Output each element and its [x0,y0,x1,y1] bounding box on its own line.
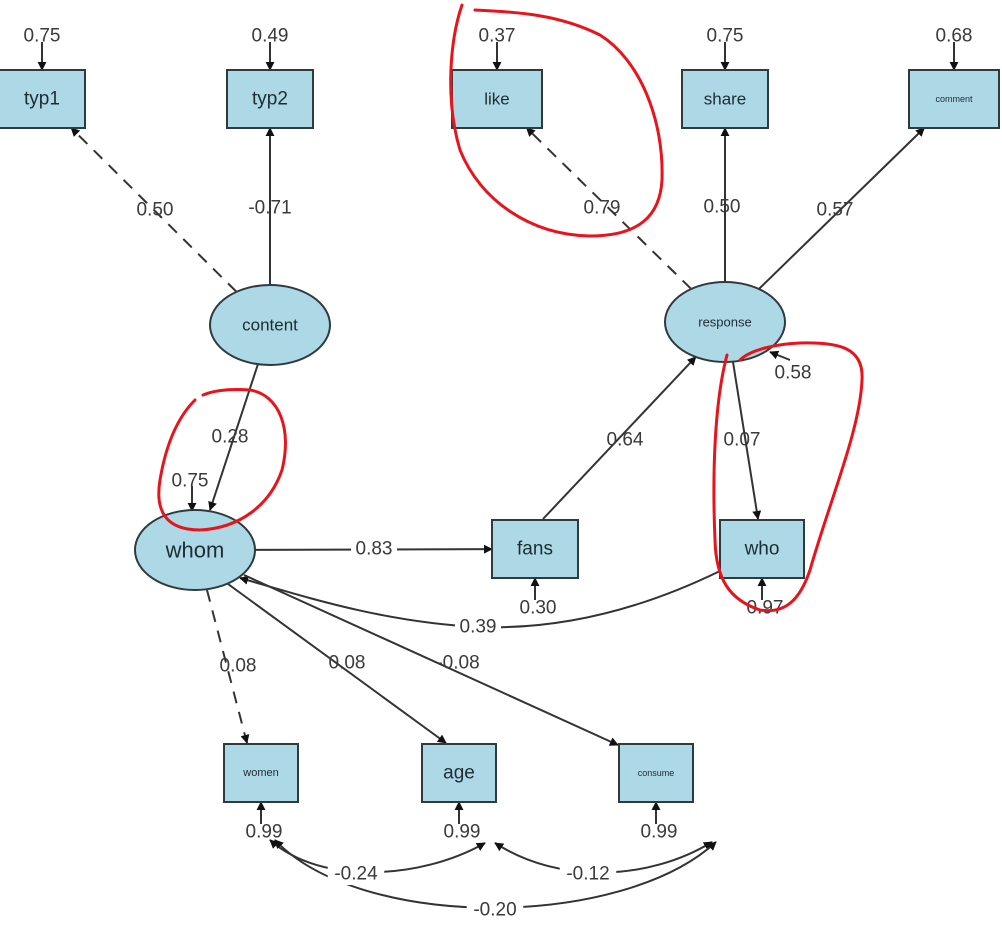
annotation-circle-like [449,3,664,238]
labels-layer: 0.75 0.49 0.37 0.75 0.68 0.58 0.75 0.30 0.97 0.99… [24,26,973,921]
covariance-label-women-age: -0.24 [334,864,378,885]
edge-label-whom-women: 0.08 [220,656,257,677]
node-label-share: share [704,90,747,109]
node-label-who: who [744,539,780,560]
node-label-content: content [242,316,298,335]
node-typ1: typ1 [0,69,86,129]
edge-content-whom [208,363,259,511]
annotations-layer [157,3,864,613]
observed-box-women [223,743,299,803]
edge-response-comment [758,127,925,290]
edge-whom-age [227,583,447,744]
edge-content-typ1 [70,127,238,293]
node-fans: fans [491,519,579,579]
observed-box-typ1 [0,69,86,129]
observed-box-typ2 [226,69,314,129]
node-age: age [421,743,497,803]
edge-response-who [732,361,762,520]
observed-box-fans [491,519,579,579]
edge-label-response-comment: 0.57 [817,200,854,221]
observed-box-share [681,69,769,129]
nodes-layer: typ1 typ2 like share comment content response w… [0,69,1000,803]
node-label-response: response [698,315,751,330]
residual-label-typ2: 0.49 [252,26,289,47]
edge-label-content-whom: 0.28 [212,427,249,448]
edge-whom-women [206,589,250,744]
covariance-label-women-consume: -0.20 [473,900,516,921]
node-label-whom: whom [165,538,225,563]
node-comment: comment [908,69,1000,129]
residual-label-like: 0.37 [479,26,516,47]
node-label-women: women [242,767,278,779]
node-consume: consume [618,743,694,803]
edge-response-like [525,127,692,290]
residual-label-women: 0.99 [246,822,283,843]
edge-whom-consume [243,574,619,746]
residual-arrow-response [769,350,791,361]
node-women: women [223,743,299,803]
residual-label-fans: 0.30 [520,598,557,619]
edge-label-response-who: 0.07 [724,430,761,451]
residual-label-whom: 0.75 [172,471,209,492]
node-label-like: like [484,90,510,109]
edge-label-whom-fans-bg [351,538,397,560]
node-label-comment: comment [935,94,973,104]
node-whom: whom [134,509,256,591]
annotation-circle-whom-path [157,388,287,532]
edge-label-response-share: 0.50 [704,197,741,218]
edge-label-content-typ1: 0.50 [137,200,174,221]
edge-label-whom-age: 0.08 [329,653,366,674]
latent-ellipse-content [209,284,331,366]
node-label-typ2: typ2 [252,89,288,110]
residual-label-consume: 0.99 [641,822,678,843]
observed-box-who [719,519,805,579]
residual-label-share: 0.75 [707,26,744,47]
covariance-label-age-consume-bg [559,863,617,885]
latent-ellipse-whom [134,509,256,591]
residual-label-response: 0.58 [775,363,812,384]
node-typ2: typ2 [226,69,314,129]
covariance-label-age-consume: -0.12 [566,864,609,885]
covariance-label-women-consume-bg [466,899,524,921]
residual-label-age: 0.99 [444,822,481,843]
covariance-label-women-age-bg [327,863,385,885]
node-label-consume: consume [638,768,675,778]
node-like: like [451,69,543,129]
edge-label-who-whom: 0.39 [460,617,497,638]
node-response: response [664,281,786,363]
edge-label-whom-consume: -0.08 [436,653,479,674]
observed-box-like [451,69,543,129]
observed-box-comment [908,69,1000,129]
annotation-circle-who [712,341,864,613]
node-label-fans: fans [517,539,553,560]
edge-label-fans-response: 0.64 [607,430,644,451]
edge-label-response-like: 0.79 [584,198,621,219]
edge-label-content-typ2: -0.71 [248,198,291,219]
residual-label-typ1: 0.75 [24,26,61,47]
residual-label-comment: 0.68 [936,26,973,47]
node-content: content [209,284,331,366]
observed-box-consume [618,743,694,803]
edge-label-whom-fans: 0.83 [356,539,393,560]
node-share: share [681,69,769,129]
node-label-typ1: typ1 [24,89,60,110]
observed-box-age [421,743,497,803]
edge-label-who-whom-bg [455,616,501,638]
node-who: who [719,519,805,579]
residual-label-who: 0.97 [747,598,784,619]
node-label-age: age [443,763,475,784]
edge-fans-response [542,356,697,520]
